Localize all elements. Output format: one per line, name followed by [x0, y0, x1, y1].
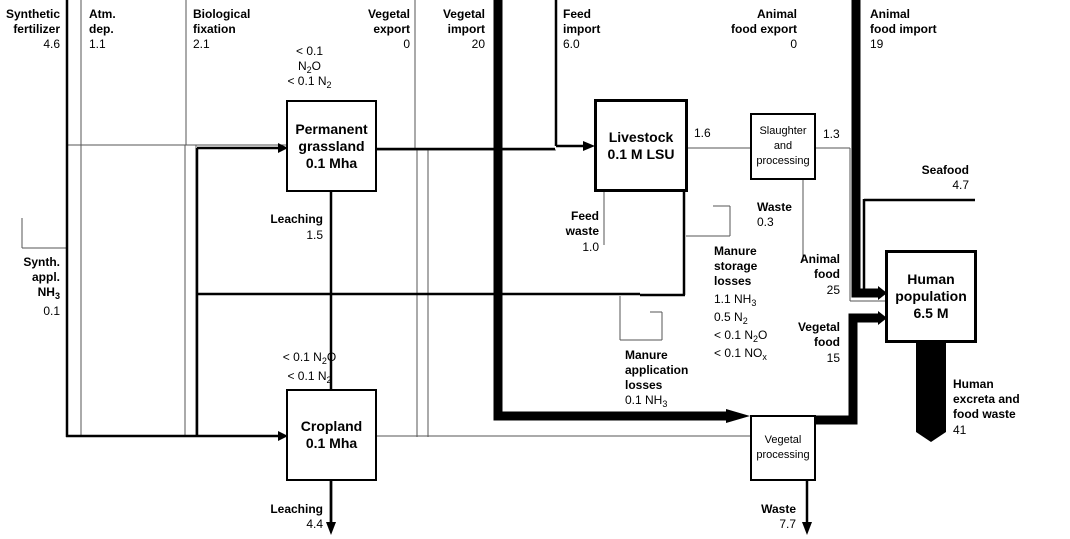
- cropland-leaching-value: 4.4: [306, 517, 323, 531]
- vegetal-food-label: Vegetal food: [797, 320, 840, 349]
- animal-food-export-label: Animal food export: [731, 7, 797, 36]
- synth-appl-nh3-value: 0.1: [43, 304, 60, 318]
- livestock-node[interactable]: Livestock 0.1 M LSU: [594, 99, 688, 192]
- feed-waste-value: 1.0: [582, 240, 599, 254]
- vegetal-processing-node[interactable]: Vegetal processing: [750, 415, 816, 481]
- vegetal-food-value: 15: [826, 351, 840, 365]
- thick-flow-lines: [493, 0, 880, 425]
- vegetal-export-label: Vegetal export: [367, 7, 410, 36]
- vegetal-export-value: 0: [403, 37, 410, 51]
- biological-fixation-label: Biological fixation: [193, 7, 251, 36]
- vegetal-waste-value: 7.7: [779, 517, 796, 531]
- permanent-grassland-node[interactable]: Permanent grassland 0.1 Mha: [286, 100, 377, 192]
- human-excreta-label: Human excreta and food waste: [953, 377, 1020, 421]
- human-population-node[interactable]: Human population 6.5 M: [885, 250, 977, 343]
- manure-storage-losses: Manure storage losses 1.1 NH3 0.5 N2 < 0…: [714, 244, 768, 362]
- livestock-to-slaughter-value: 1.6: [694, 126, 711, 140]
- vegetal-waste-label: Waste: [761, 502, 796, 516]
- synthetic-fertilizer-label: Synthetic fertilizer: [5, 7, 60, 36]
- animal-food-value: 25: [826, 283, 840, 297]
- grassland-leaching-label: Leaching: [270, 212, 323, 226]
- cropland-emissions: < 0.1 N2O < 0.1 N2: [282, 350, 337, 385]
- grassland-leaching-value: 1.5: [306, 228, 323, 242]
- seafood-label: Seafood: [921, 163, 969, 177]
- animal-food-import-label: Animal food import: [870, 7, 937, 36]
- manure-application-losses: Manure application losses 0.1 NH3: [625, 348, 689, 409]
- animal-food-label: Animal food: [799, 252, 840, 281]
- synth-appl-nh3-label: Synth. appl. NH3: [23, 255, 60, 301]
- medium-flow-lines: [65, 0, 975, 528]
- atm-dep-value: 1.1: [89, 37, 106, 51]
- synthetic-fertilizer-value: 4.6: [43, 37, 60, 51]
- feed-import-value: 6.0: [563, 37, 580, 51]
- cropland-node[interactable]: Cropland 0.1 Mha: [286, 389, 377, 481]
- biological-fixation-value: 2.1: [193, 37, 210, 51]
- slaughter-waste-value: 0.3: [757, 215, 774, 229]
- animal-food-export-value: 0: [790, 37, 797, 51]
- atm-dep-label: Atm. dep.: [89, 7, 116, 36]
- vegetal-import-value: 20: [471, 37, 485, 51]
- slaughter-out-value: 1.3: [823, 127, 840, 141]
- cropland-leaching-label: Leaching: [270, 502, 323, 516]
- grassland-emissions: < 0.1 N2O < 0.1 N2: [287, 44, 332, 90]
- seafood-value: 4.7: [952, 178, 969, 192]
- feed-import-label: Feed import: [563, 7, 601, 36]
- slaughter-processing-node[interactable]: Slaughter and processing: [750, 113, 816, 180]
- slaughter-waste-label: Waste: [757, 200, 792, 214]
- human-excreta-value: 41: [953, 423, 967, 437]
- feed-waste-label: Feed waste: [565, 209, 599, 238]
- flow-arrowheads: [278, 141, 946, 535]
- vegetal-import-label: Vegetal import: [442, 7, 485, 36]
- animal-food-import-value: 19: [870, 37, 884, 51]
